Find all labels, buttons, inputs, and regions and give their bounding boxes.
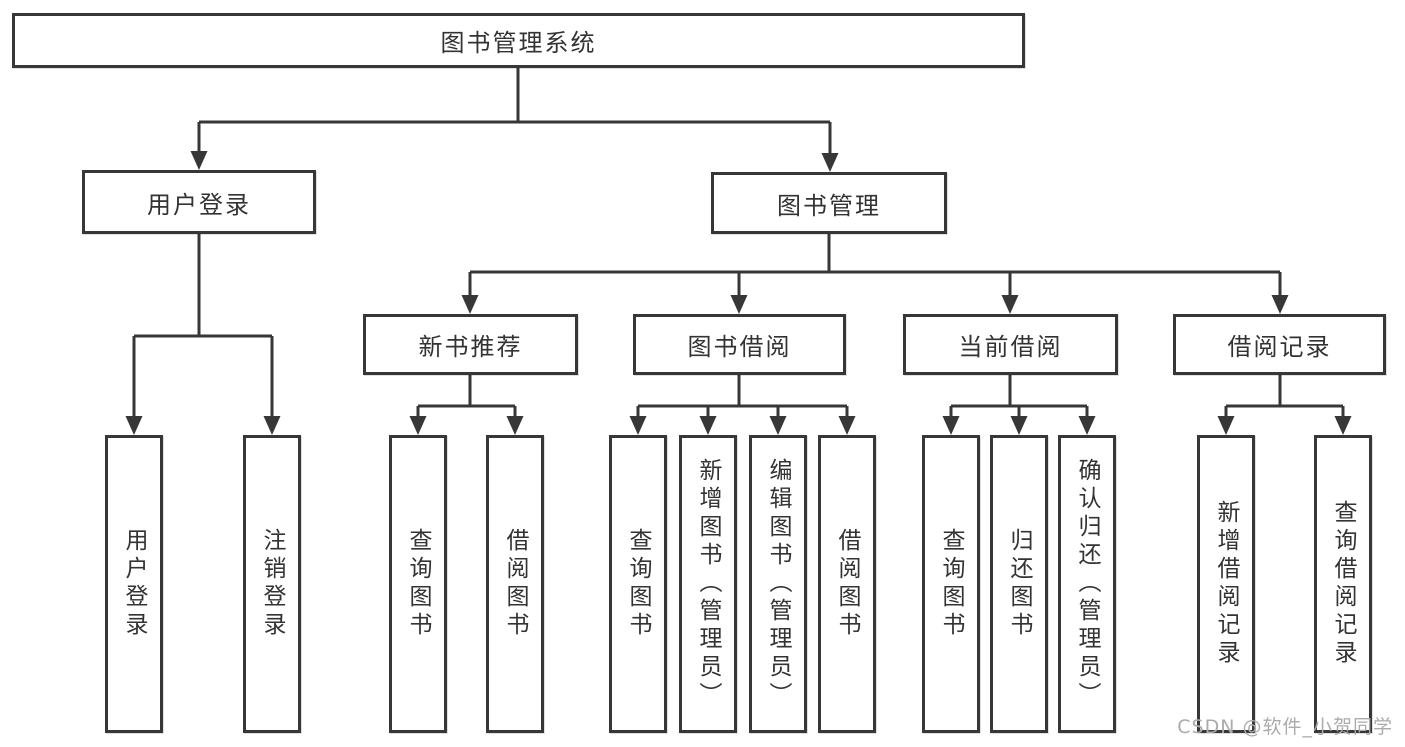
leaf-query-books-borrowing: 查询图书 — [609, 435, 667, 733]
leaf-label: 查询借阅记录 — [1330, 500, 1356, 668]
arrowhead-down-icon — [409, 416, 427, 435]
leaf-query-books-newbooks: 查询图书 — [389, 435, 447, 733]
leaf-label: 确认归还（管理员） — [1074, 458, 1100, 710]
leaf-user-login: 用户登录 — [105, 435, 163, 733]
leaf-query-books-current: 查询图书 — [922, 435, 980, 733]
edge-bookborrow-to-leaves — [636, 375, 849, 423]
node-user-login: 用户登录 — [82, 170, 316, 234]
node-library-system: 图书管理系统 — [12, 13, 1025, 68]
arrowhead-down-icon — [730, 295, 748, 314]
edge-root-to-level2 — [197, 68, 832, 160]
leaf-logout: 注销登录 — [243, 435, 301, 733]
edge-newbooks-to-leaves — [416, 375, 517, 423]
arrowhead-down-icon — [838, 416, 856, 435]
leaf-label: 查询图书 — [405, 528, 431, 640]
arrowhead-down-icon — [821, 153, 839, 172]
arrowhead-down-icon — [1001, 295, 1019, 314]
leaf-add-book-admin: 新增图书（管理员） — [679, 435, 737, 733]
edge-currentborrow-to-leaves — [949, 375, 1089, 423]
leaf-label: 借阅图书 — [502, 528, 528, 640]
arrowhead-down-icon — [769, 416, 787, 435]
leaf-label: 新增借阅记录 — [1213, 500, 1239, 668]
leaf-confirm-return-admin: 确认归还（管理员） — [1058, 435, 1116, 733]
arrowhead-down-icon — [263, 416, 281, 435]
arrowhead-down-icon — [699, 416, 717, 435]
arrowhead-down-icon — [1078, 416, 1096, 435]
leaf-label: 查询图书 — [625, 528, 651, 640]
leaf-label: 用户登录 — [121, 528, 147, 640]
arrowhead-down-icon — [506, 416, 524, 435]
arrowhead-down-icon — [629, 416, 647, 435]
node-current-borrowing: 当前借阅 — [903, 314, 1118, 375]
node-borrowing-records: 借阅记录 — [1173, 314, 1386, 375]
leaf-label: 借阅图书 — [834, 528, 860, 640]
leaf-add-borrow-record: 新增借阅记录 — [1197, 435, 1255, 733]
arrowhead-down-icon — [1217, 416, 1235, 435]
arrowhead-down-icon — [461, 295, 479, 314]
csdn-watermark: CSDN @软件_小贺同学 — [1177, 716, 1393, 738]
leaf-return-books: 归还图书 — [990, 435, 1048, 733]
arrowhead-down-icon — [1271, 295, 1289, 314]
leaf-label: 注销登录 — [259, 528, 285, 640]
leaf-label: 新增图书（管理员） — [695, 458, 721, 710]
arrowhead-down-icon — [190, 151, 208, 170]
leaf-label: 归还图书 — [1006, 528, 1032, 640]
node-book-management: 图书管理 — [711, 172, 947, 234]
edge-userlogin-to-leaves — [132, 234, 274, 423]
arrowhead-down-icon — [1334, 416, 1352, 435]
node-new-book-recommend: 新书推荐 — [363, 314, 578, 375]
leaf-borrow-books-newbooks: 借阅图书 — [486, 435, 544, 733]
leaf-query-borrow-record: 查询借阅记录 — [1314, 435, 1372, 733]
leaf-label: 编辑图书（管理员） — [765, 458, 791, 710]
leaf-borrow-books-borrowing: 借阅图书 — [818, 435, 876, 733]
leaf-edit-book-admin: 编辑图书（管理员） — [749, 435, 807, 733]
node-book-borrowing: 图书借阅 — [633, 314, 846, 375]
arrowhead-down-icon — [942, 416, 960, 435]
leaf-label: 查询图书 — [938, 528, 964, 640]
arrowhead-down-icon — [1010, 416, 1028, 435]
arrowhead-down-icon — [125, 416, 143, 435]
edge-bookmgmt-to-level3 — [468, 234, 1282, 302]
edge-records-to-leaves — [1224, 375, 1345, 423]
